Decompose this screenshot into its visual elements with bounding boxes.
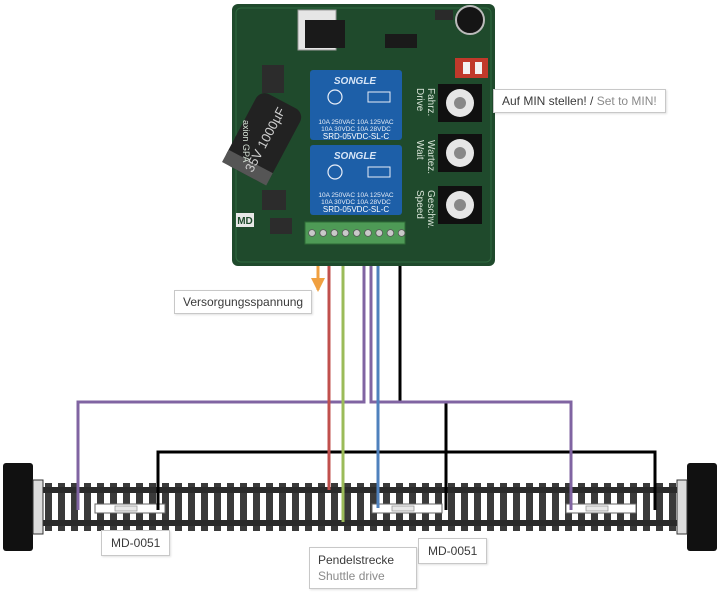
shuttle-drive-label: Pendelstrecke Shuttle drive	[309, 547, 417, 589]
dip-switch	[455, 58, 488, 78]
capacitor-icon: 35V 1000µF	[222, 93, 302, 186]
relay-icon: SONGLE 10A 250VAC 10A 125VAC 10A 30VDC 1…	[310, 70, 402, 141]
reed-sensor-icon	[94, 503, 166, 514]
track-sleeper	[188, 483, 195, 531]
logo-text: MD	[237, 216, 253, 227]
silk-speed: Speed	[414, 190, 425, 219]
sensor-label-right: MD-0051	[418, 538, 488, 564]
track-sleeper	[344, 483, 351, 531]
terminal-screw	[330, 229, 339, 237]
terminal-screw	[319, 229, 328, 237]
track-sleeper	[461, 483, 468, 531]
track	[3, 463, 717, 551]
track-sleeper	[487, 483, 494, 531]
track-sleeper	[539, 483, 546, 531]
potentiometer-icon	[438, 134, 482, 172]
wire-purple-right	[369, 240, 573, 510]
track-sleeper	[253, 483, 260, 531]
silk-vendor: axion GPA	[241, 120, 251, 162]
relay-spec: 10A 250VAC 10A 125VAC	[318, 119, 394, 126]
terminal-screw	[386, 229, 395, 237]
supply-voltage-label: Versorgungsspannung	[174, 290, 313, 314]
track-sleeper	[292, 483, 299, 531]
track-sleeper	[331, 483, 338, 531]
track-sleeper	[58, 483, 65, 531]
terminal-screw	[308, 229, 316, 237]
wire-purple-left	[76, 240, 366, 510]
supply-label-text: Versorgungsspannung	[183, 295, 304, 309]
track-sleeper	[305, 483, 312, 531]
track-sleeper	[227, 483, 234, 531]
logo	[236, 213, 254, 227]
sensor-label-left: MD-0051	[101, 530, 171, 556]
terminal-screws	[308, 229, 406, 237]
set-min-de: Auf MIN stellen! /	[502, 94, 594, 108]
track-sleeper	[448, 483, 455, 531]
relay-model: SRD-05VDC-SL-C	[323, 205, 389, 214]
reed-sensor-icon	[565, 503, 637, 514]
track-sleeper	[656, 483, 663, 531]
relay-spec: 10A 30VDC 10A 28VDC	[321, 126, 391, 133]
relay-model: SRD-05VDC-SL-C	[323, 132, 389, 141]
ic-chip	[385, 34, 417, 48]
track-sleeper	[266, 483, 273, 531]
track-sleeper	[240, 483, 247, 531]
sensor-left-text: MD-0051	[111, 536, 161, 550]
track-sleeper	[669, 483, 676, 531]
track-sleeper	[45, 483, 52, 531]
shuttle-de-text: Pendelstrecke	[318, 553, 395, 567]
silk-fahrz: Fahrz.	[425, 88, 436, 116]
track-sleeper	[513, 483, 520, 531]
capacitor-icon	[455, 5, 485, 35]
arrow-supply-icon	[311, 278, 325, 292]
relay-icon: SONGLE 10A 250VAC 10A 125VAC 10A 30VDC 1…	[310, 145, 402, 215]
rail-bottom	[30, 520, 690, 526]
silk-geschw: Geschw.	[425, 190, 436, 228]
terminal-screw	[364, 229, 372, 237]
set-min-en: Set to MIN!	[596, 94, 657, 108]
track-sleeper	[279, 483, 286, 531]
reed-sensor-icon	[371, 503, 443, 514]
relay-spec: 10A 30VDC 10A 28VDC	[321, 199, 391, 206]
track-sleeper	[643, 483, 650, 531]
terminal-screw	[352, 229, 361, 237]
terminal-screw	[397, 229, 406, 237]
track-sleeper	[500, 483, 507, 531]
relay-brand: SONGLE	[334, 76, 377, 87]
wire-black-ground	[398, 240, 448, 510]
potentiometer-icon	[438, 186, 482, 224]
silk-wartez: Wartez.	[425, 140, 436, 174]
track-sleeper	[552, 483, 559, 531]
relay-spec: 10A 250VAC 10A 125VAC	[318, 192, 394, 199]
track-sleeper	[357, 483, 364, 531]
track-sleeper	[71, 483, 78, 531]
track-sleeper	[84, 483, 91, 531]
buffer-stop-right-icon	[676, 463, 717, 551]
sensor-right-text: MD-0051	[428, 544, 478, 558]
track-sleeper	[201, 483, 208, 531]
controller-board: 35V 1000µF SONGLE 10A 250VAC 10A 125VAC …	[222, 4, 495, 266]
rail-top	[30, 487, 690, 493]
terminal-screw	[375, 229, 384, 237]
silk-wait: Wait	[414, 140, 425, 160]
track-sleeper	[318, 483, 325, 531]
wires	[76, 240, 657, 522]
track-sleeper	[526, 483, 533, 531]
track-sleeper	[474, 483, 481, 531]
set-to-min-label: Auf MIN stellen! / Set to MIN!	[493, 89, 666, 113]
terminal-screw	[341, 229, 350, 237]
track-sleeper	[175, 483, 182, 531]
track-sleeper	[214, 483, 221, 531]
potentiometer-icon	[438, 84, 482, 122]
shuttle-en-text: Shuttle drive	[318, 569, 385, 583]
buffer-stop-left-icon	[3, 463, 44, 551]
wire-black-left-branch	[156, 450, 657, 510]
relay-brand: SONGLE	[334, 151, 377, 162]
set-min-text: Auf MIN stellen! / Set to MIN!	[502, 94, 657, 108]
silk-drive: Drive	[414, 88, 425, 112]
